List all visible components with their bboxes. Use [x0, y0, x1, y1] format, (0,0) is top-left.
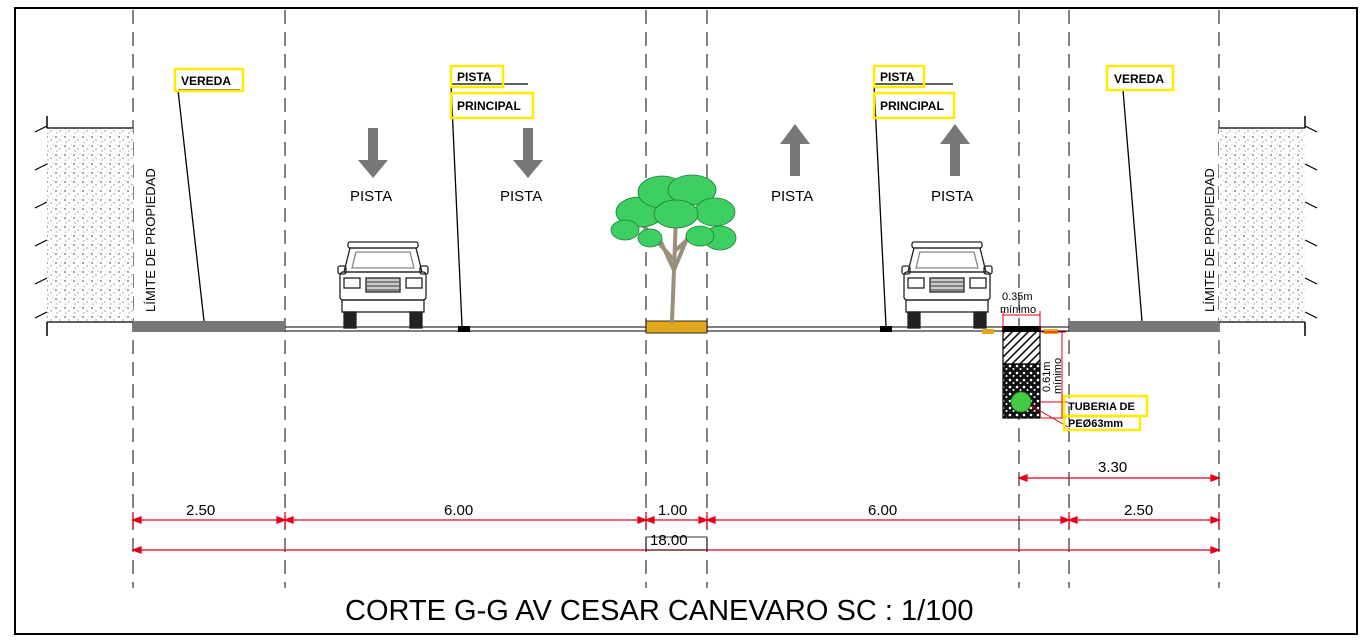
direction-arrows — [358, 124, 970, 178]
pipe-trench — [1002, 311, 1069, 428]
lane-label-3: PISTA — [771, 188, 813, 205]
lane-label-1: PISTA — [350, 188, 392, 205]
pipe-label-line1: TUBERIA DE — [1068, 401, 1135, 413]
tag-principal-left: PRINCIPAL — [457, 99, 521, 113]
pipe-label-line2: PEØ63mm — [1068, 418, 1123, 430]
dim-vereda-left: 2.50 — [186, 502, 215, 519]
dimension-values: 2.50 6.00 1.00 6.00 2.50 18.00 3.30 — [186, 459, 1153, 549]
label-tags: VEREDA PISTA PRINCIPAL PISTA PRINCIPAL V… — [173, 64, 1175, 120]
lane-label-4: PISTA — [931, 188, 973, 205]
trench-depth-value: 0.61m — [1041, 361, 1053, 392]
dim-offset: 3.30 — [1098, 459, 1127, 476]
trench-depth-note: mínimo — [1052, 358, 1064, 394]
car-icon — [337, 241, 429, 329]
pipe-icon — [1010, 391, 1032, 413]
dim-berma: 1.00 — [658, 502, 687, 519]
trench-width-value: 0.35m — [1002, 291, 1033, 303]
soil-left — [34, 116, 133, 336]
arrow-down-icon — [513, 128, 543, 178]
dim-total: 18.00 — [650, 532, 688, 549]
arrow-up-icon — [780, 124, 810, 176]
tag-pista-right: PISTA — [880, 70, 915, 84]
tree-icon — [610, 174, 737, 324]
tag-pista-left: PISTA — [457, 70, 492, 84]
tag-vereda-left: VEREDA — [181, 74, 231, 88]
road-surface — [133, 320, 1219, 334]
dim-vereda-right: 2.50 — [1124, 502, 1153, 519]
arrow-up-icon — [940, 124, 970, 176]
lane-labels: PISTA PISTA PISTA PISTA — [350, 188, 973, 205]
drawing-title: CORTE G-G AV CESAR CANEVARO SC : 1/100 — [345, 595, 974, 627]
tag-vereda-right: VEREDA — [1114, 72, 1164, 86]
property-limit-left: LÍMITE DE PROPIEDAD — [143, 168, 158, 312]
car-icon — [901, 241, 993, 329]
tag-principal-right: PRINCIPAL — [880, 99, 944, 113]
trench-width-note: mínimo — [1000, 304, 1036, 316]
soil-right — [1219, 116, 1318, 336]
arrow-down-icon — [358, 128, 388, 178]
dim-pista-left: 6.00 — [444, 502, 473, 519]
dim-pista-right: 6.00 — [868, 502, 897, 519]
property-limit-right: LÍMITE DE PROPIEDAD — [1202, 168, 1217, 312]
sheet-frame — [14, 7, 1358, 635]
lane-label-2: PISTA — [500, 188, 542, 205]
